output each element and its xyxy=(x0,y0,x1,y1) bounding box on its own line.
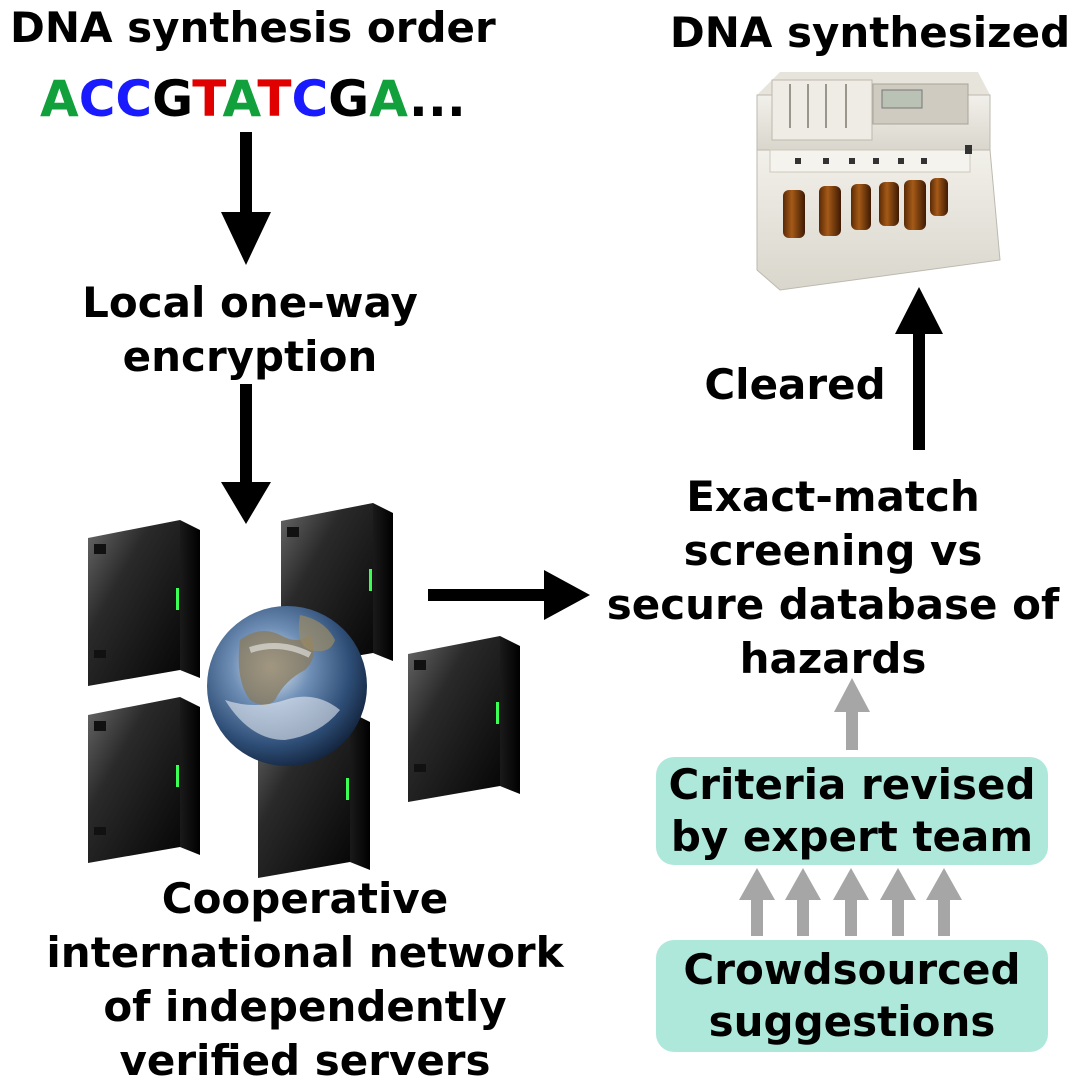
screening-label: Exact-match screening vs secure database… xyxy=(592,470,1074,686)
sequence-base: A xyxy=(369,70,409,128)
grey-arrow-5 xyxy=(926,868,962,936)
sequence-base: A xyxy=(40,70,79,128)
sequence-base: G xyxy=(152,70,193,128)
grey-arrow-2 xyxy=(785,868,821,936)
network-line-2: international network xyxy=(46,928,564,977)
screening-line-4: hazards xyxy=(739,634,927,683)
sequence-base: C xyxy=(115,70,153,128)
screening-line-1: Exact-match xyxy=(686,472,980,521)
earth-globe-icon xyxy=(207,606,367,766)
sequence-base: A xyxy=(222,70,258,128)
encryption-label: Local one-way encryption xyxy=(50,276,450,384)
sequence-ellipsis: ... xyxy=(408,70,466,128)
sequence-base: C xyxy=(291,70,329,128)
crowd-line-1: Crowdsourced xyxy=(683,944,1021,994)
sequence-base: G xyxy=(328,70,370,128)
cleared-label: Cleared xyxy=(704,360,886,409)
screening-line-3: secure database of xyxy=(606,580,1060,629)
network-line-1: Cooperative xyxy=(161,874,449,923)
server-icon xyxy=(88,520,200,686)
synthesized-title: DNA synthesized xyxy=(669,8,1071,57)
grey-arrow-3 xyxy=(833,868,869,936)
arrows-crowd-to-criteria xyxy=(739,868,962,936)
sequence-base: T xyxy=(257,70,292,128)
grey-arrow-1 xyxy=(739,868,775,936)
grey-arrow-4 xyxy=(880,868,916,936)
arrow-network-to-screening xyxy=(428,570,590,620)
arrow-order-to-encryption xyxy=(221,132,271,265)
arrow-screening-to-synthesized xyxy=(895,287,943,450)
sequence-base: T xyxy=(192,70,223,128)
server-icon xyxy=(408,636,520,802)
sequence-base: C xyxy=(78,70,116,128)
network-line-3: of independently xyxy=(103,982,507,1031)
criteria-line-2: by expert team xyxy=(670,812,1034,861)
server-icon xyxy=(88,697,200,863)
encryption-line-2: encryption xyxy=(122,332,378,381)
crowd-line-2: suggestions xyxy=(708,997,996,1046)
order-title: DNA synthesis order xyxy=(10,3,496,52)
encryption-line-1: Local one-way xyxy=(82,278,418,327)
crowd-box: Crowdsourced suggestions xyxy=(656,940,1048,1052)
arrow-encryption-to-network xyxy=(221,384,271,524)
reagent-bottles xyxy=(783,178,948,238)
criteria-box: Criteria revised by expert team xyxy=(656,757,1048,865)
dna-synthesizer-machine-icon xyxy=(756,72,1001,291)
dna-sequence: ACCGTATCGA... xyxy=(40,70,466,128)
screening-line-2: screening vs xyxy=(683,526,983,575)
network-label: Cooperative international network of ind… xyxy=(20,872,590,1088)
arrow-criteria-to-screening xyxy=(834,678,870,750)
criteria-line-1: Criteria revised xyxy=(668,759,1036,809)
